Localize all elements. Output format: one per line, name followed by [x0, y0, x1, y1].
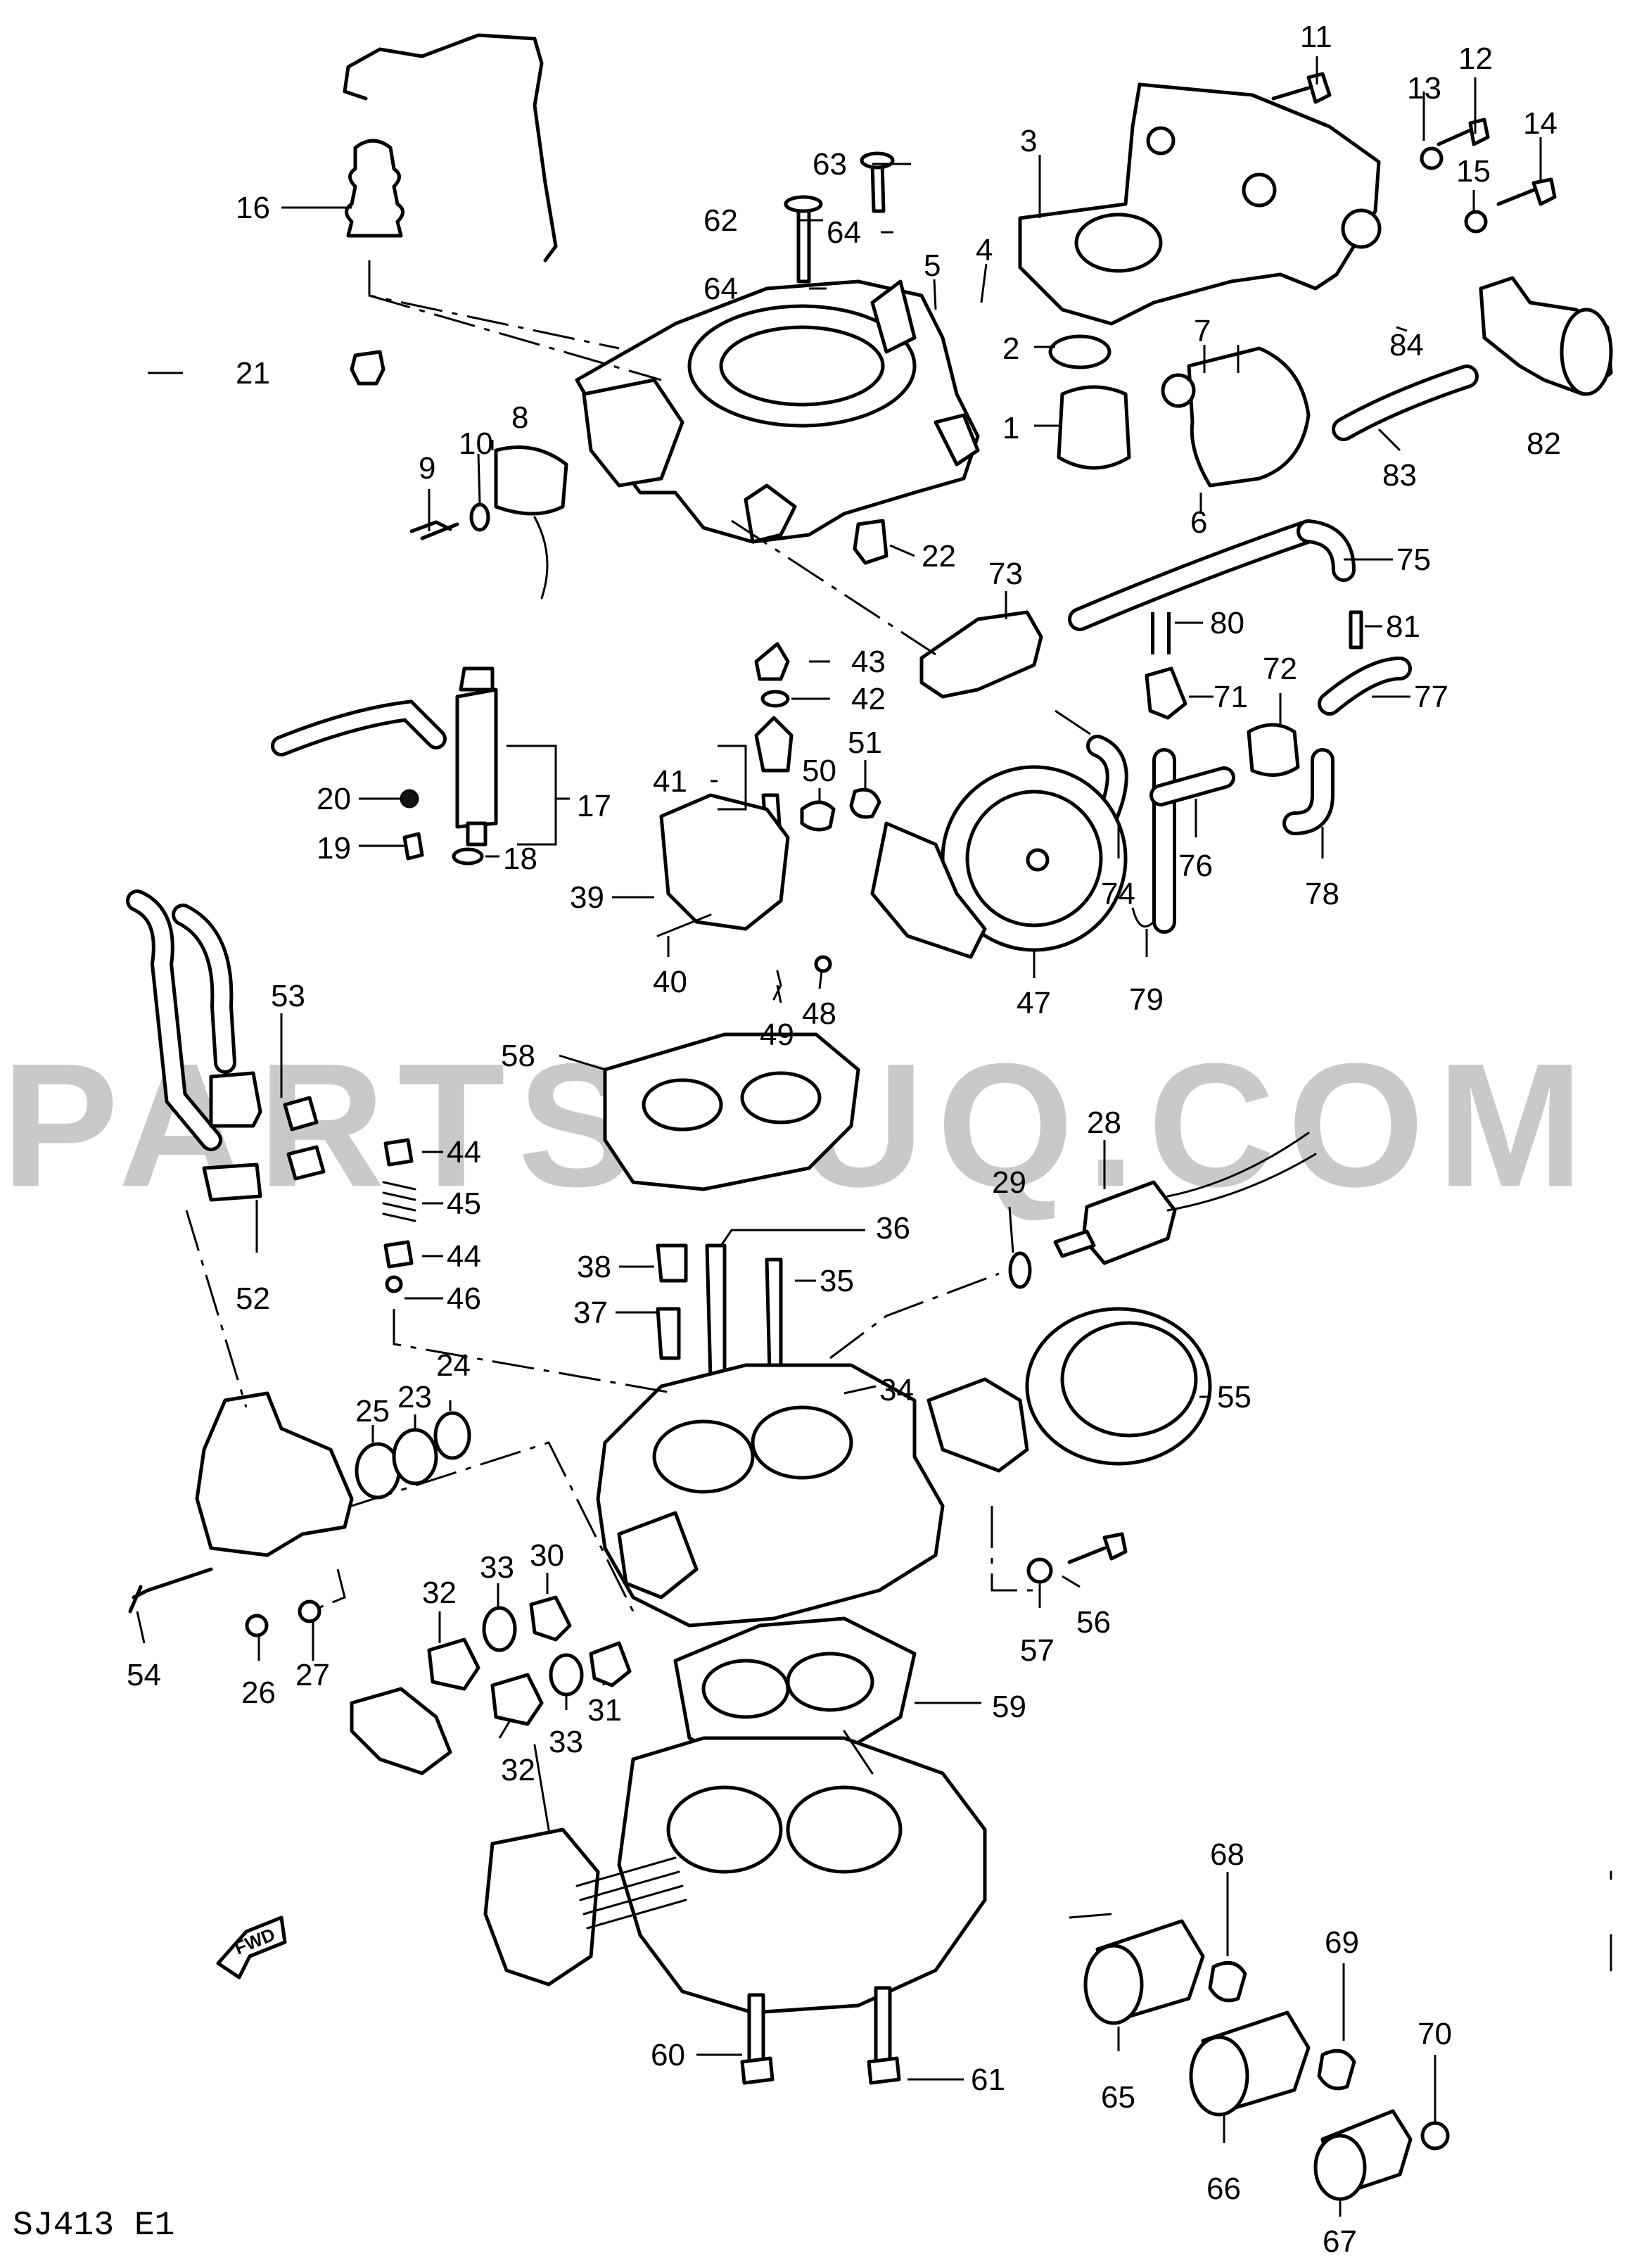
callout-63: 63 — [813, 147, 847, 182]
callout-10: 10 — [459, 426, 493, 461]
callout-73: 73 — [988, 557, 1023, 591]
callout-39: 39 — [570, 880, 604, 915]
callout-51: 51 — [848, 726, 882, 760]
callout-43: 43 — [851, 645, 886, 679]
callout-2: 2 — [1002, 331, 1019, 366]
callout-70: 70 — [1418, 2017, 1452, 2051]
callout-31: 31 — [587, 1693, 622, 1728]
callout-3: 3 — [1020, 124, 1037, 158]
callout-labels: 1 2 3 4 5 6 7 8 9 10 11 12 13 14 15 16 1… — [127, 20, 1561, 2259]
callout-17: 17 — [577, 789, 611, 823]
callout-44a: 44 — [447, 1135, 481, 1170]
callout-44b: 44 — [447, 1239, 481, 1274]
callout-29: 29 — [992, 1165, 1026, 1200]
callout-40: 40 — [653, 965, 687, 999]
callout-56: 56 — [1076, 1605, 1111, 1640]
callout-77: 77 — [1414, 680, 1448, 714]
callout-60: 60 — [651, 2038, 685, 2072]
callout-24: 24 — [436, 1348, 471, 1383]
callout-37: 37 — [573, 1295, 608, 1330]
callout-49: 49 — [760, 1018, 794, 1052]
callout-66: 66 — [1206, 2172, 1241, 2206]
callout-35: 35 — [820, 1264, 854, 1298]
callout-32b: 32 — [501, 1753, 535, 1787]
callout-57: 57 — [1020, 1633, 1055, 1668]
callout-1: 1 — [1002, 411, 1019, 445]
callout-78: 78 — [1305, 877, 1339, 911]
callout-14: 14 — [1523, 106, 1558, 141]
callout-48: 48 — [802, 996, 836, 1031]
callout-7: 7 — [1194, 314, 1211, 348]
callout-58: 58 — [501, 1039, 535, 1073]
callout-6: 6 — [1190, 505, 1207, 540]
callout-5: 5 — [924, 248, 941, 283]
callout-72: 72 — [1263, 652, 1297, 686]
callout-46: 46 — [447, 1281, 481, 1316]
callout-8: 8 — [511, 400, 528, 435]
callout-80: 80 — [1210, 606, 1244, 640]
callout-4: 4 — [976, 233, 993, 267]
callout-16: 16 — [236, 191, 270, 225]
callout-68: 68 — [1210, 1837, 1244, 1872]
callout-54: 54 — [127, 1658, 161, 1692]
callout-75: 75 — [1396, 543, 1431, 577]
callout-42: 42 — [851, 682, 886, 716]
callout-53: 53 — [271, 979, 305, 1013]
callout-38: 38 — [577, 1250, 611, 1284]
callout-28: 28 — [1087, 1106, 1121, 1140]
callout-20: 20 — [317, 782, 351, 816]
callout-64b: 64 — [703, 272, 738, 306]
callout-33a: 33 — [480, 1550, 514, 1585]
callout-83: 83 — [1382, 458, 1417, 493]
diagram-code: SJ413 E1 — [13, 2207, 174, 2245]
callout-25: 25 — [355, 1394, 390, 1428]
callout-74: 74 — [1101, 877, 1135, 911]
callout-76: 76 — [1178, 849, 1213, 883]
callout-11: 11 — [1300, 20, 1332, 54]
callout-9: 9 — [419, 451, 435, 486]
callout-23: 23 — [397, 1380, 432, 1414]
callout-22: 22 — [922, 539, 956, 574]
parts-illustrations — [126, 33, 1613, 2201]
callout-47: 47 — [1017, 986, 1051, 1020]
callout-71: 71 — [1214, 680, 1248, 714]
callout-41: 41 — [653, 764, 687, 799]
callout-36: 36 — [876, 1211, 910, 1246]
callout-27: 27 — [295, 1658, 330, 1692]
callout-12: 12 — [1458, 42, 1493, 76]
callout-30: 30 — [530, 1538, 564, 1573]
callout-21: 21 — [236, 356, 270, 391]
callout-79: 79 — [1129, 982, 1164, 1017]
callout-33b: 33 — [549, 1725, 583, 1759]
callout-61: 61 — [971, 2063, 1005, 2097]
callout-82: 82 — [1527, 426, 1561, 461]
callout-64a: 64 — [827, 215, 861, 250]
callout-62: 62 — [703, 203, 738, 238]
callout-81: 81 — [1386, 609, 1420, 644]
callout-32a: 32 — [422, 1576, 457, 1610]
callout-18: 18 — [503, 842, 537, 876]
callout-84: 84 — [1389, 328, 1424, 362]
callout-34: 34 — [879, 1373, 914, 1407]
leader-lines — [136, 56, 1542, 2217]
callout-67: 67 — [1323, 2224, 1357, 2259]
callout-50: 50 — [802, 754, 836, 788]
callout-69: 69 — [1325, 1925, 1359, 1960]
callout-15: 15 — [1456, 154, 1491, 189]
callout-13: 13 — [1407, 71, 1441, 106]
callout-26: 26 — [241, 1675, 276, 1710]
callout-52: 52 — [236, 1281, 270, 1316]
callout-19: 19 — [317, 831, 351, 866]
callout-59: 59 — [992, 1690, 1026, 1724]
assembly-center-lines — [185, 260, 1098, 1613]
callout-55: 55 — [1217, 1380, 1251, 1414]
callout-45: 45 — [447, 1186, 481, 1221]
callout-65: 65 — [1101, 2080, 1135, 2115]
